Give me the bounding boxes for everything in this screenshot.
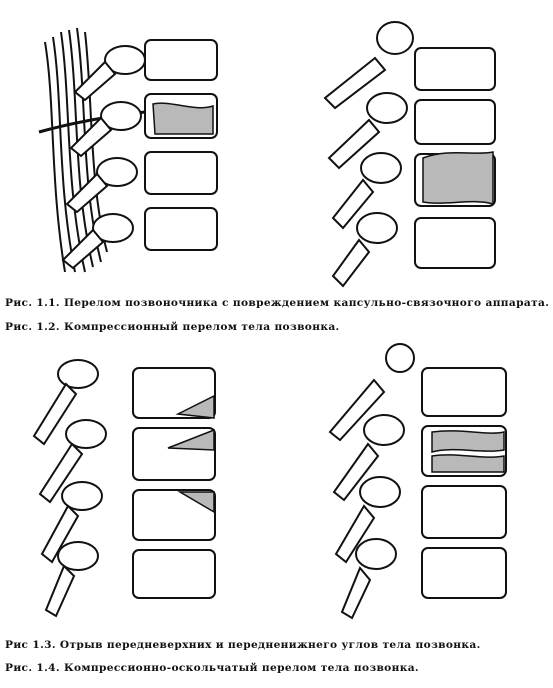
figure-1-3-illustration bbox=[28, 340, 233, 630]
figure-1-2-illustration bbox=[315, 8, 515, 292]
spine-ligament-fracture-drawing bbox=[38, 27, 218, 273]
compression-fracture-drawing bbox=[323, 21, 496, 288]
figure-1-1-illustration bbox=[35, 22, 235, 282]
comminuted-fracture-drawing bbox=[328, 343, 507, 620]
caption-figure-1-4: Рис. 1.4. Компрессионно-оскольчатый пере… bbox=[5, 662, 419, 674]
caption-figure-1-3: Рис 1.3. Отрыв передневерхних и переднен… bbox=[5, 639, 481, 651]
figure-1-4-illustration bbox=[322, 340, 527, 630]
corner-avulsion-drawing bbox=[32, 359, 216, 618]
caption-figure-1-2: Рис. 1.2. Компрессионный перелом тела по… bbox=[5, 321, 340, 333]
caption-figure-1-1: Рис. 1.1. Перелом позвоночника с поврежд… bbox=[5, 297, 550, 309]
